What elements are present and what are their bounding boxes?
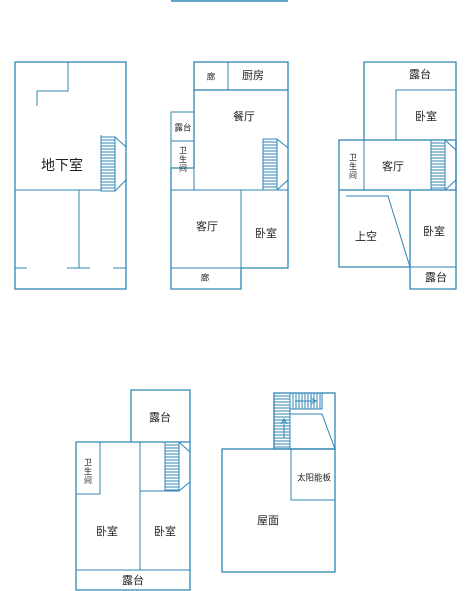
floor2-terrace-top: 露台	[409, 67, 431, 81]
floor3-terrace-bottom: 露台	[122, 573, 144, 587]
floor2-terrace-bottom: 露台	[425, 270, 447, 284]
floor1-kitchen: 厨房	[242, 69, 264, 82]
roof-label: 屋面	[257, 514, 279, 527]
floor3-terrace-top: 露台	[149, 410, 171, 424]
floor2-bedroom-bottom: 卧室	[423, 224, 445, 238]
floor3-bathroom: 卫生间	[84, 458, 92, 485]
floor1-bedroom: 卧室	[255, 226, 277, 240]
floor2-stairs	[430, 139, 457, 191]
basement-stairs	[100, 136, 127, 192]
floor1-terrace: 露台	[174, 123, 191, 134]
floor1-living: 客厅	[196, 219, 218, 233]
floor2-living: 客厅	[382, 159, 404, 173]
floor1-dining: 餐厅	[233, 109, 255, 123]
floor3-bedroom-right: 卧室	[154, 524, 176, 538]
plan-roof: 太阳能板 屋面	[221, 392, 336, 573]
floor2-bedroom-top: 卧室	[415, 109, 437, 123]
floor2-void: 上空	[355, 229, 377, 243]
floor3-bedroom-left: 卧室	[96, 524, 118, 538]
floor1-corridor-top: 廊	[207, 72, 216, 83]
basement-label: 地下室	[41, 157, 83, 174]
floor1-stairs	[262, 138, 289, 191]
floor1-bathroom: 卫生间	[179, 146, 187, 173]
roof-solar-panel: 太阳能板	[297, 473, 332, 484]
plan-floor-1: 廊 厨房 餐厅 露台 卫生间 客厅 卧室 廊	[170, 61, 289, 290]
roof-stairs	[273, 392, 323, 450]
floor2-bathroom: 卫生间	[349, 153, 357, 180]
roof-stair-arrow	[280, 397, 317, 438]
plan-floor-2: 露台 卧室 卫生间 客厅 上空 卧室 露台	[338, 61, 457, 290]
floor1-corridor-bottom: 廊	[201, 273, 210, 284]
floor3-stairs	[164, 441, 191, 492]
plan-basement: 地下室	[14, 61, 127, 290]
plan-floor-3: 露台 卫生间 卧室 卧室 露台	[75, 389, 191, 591]
